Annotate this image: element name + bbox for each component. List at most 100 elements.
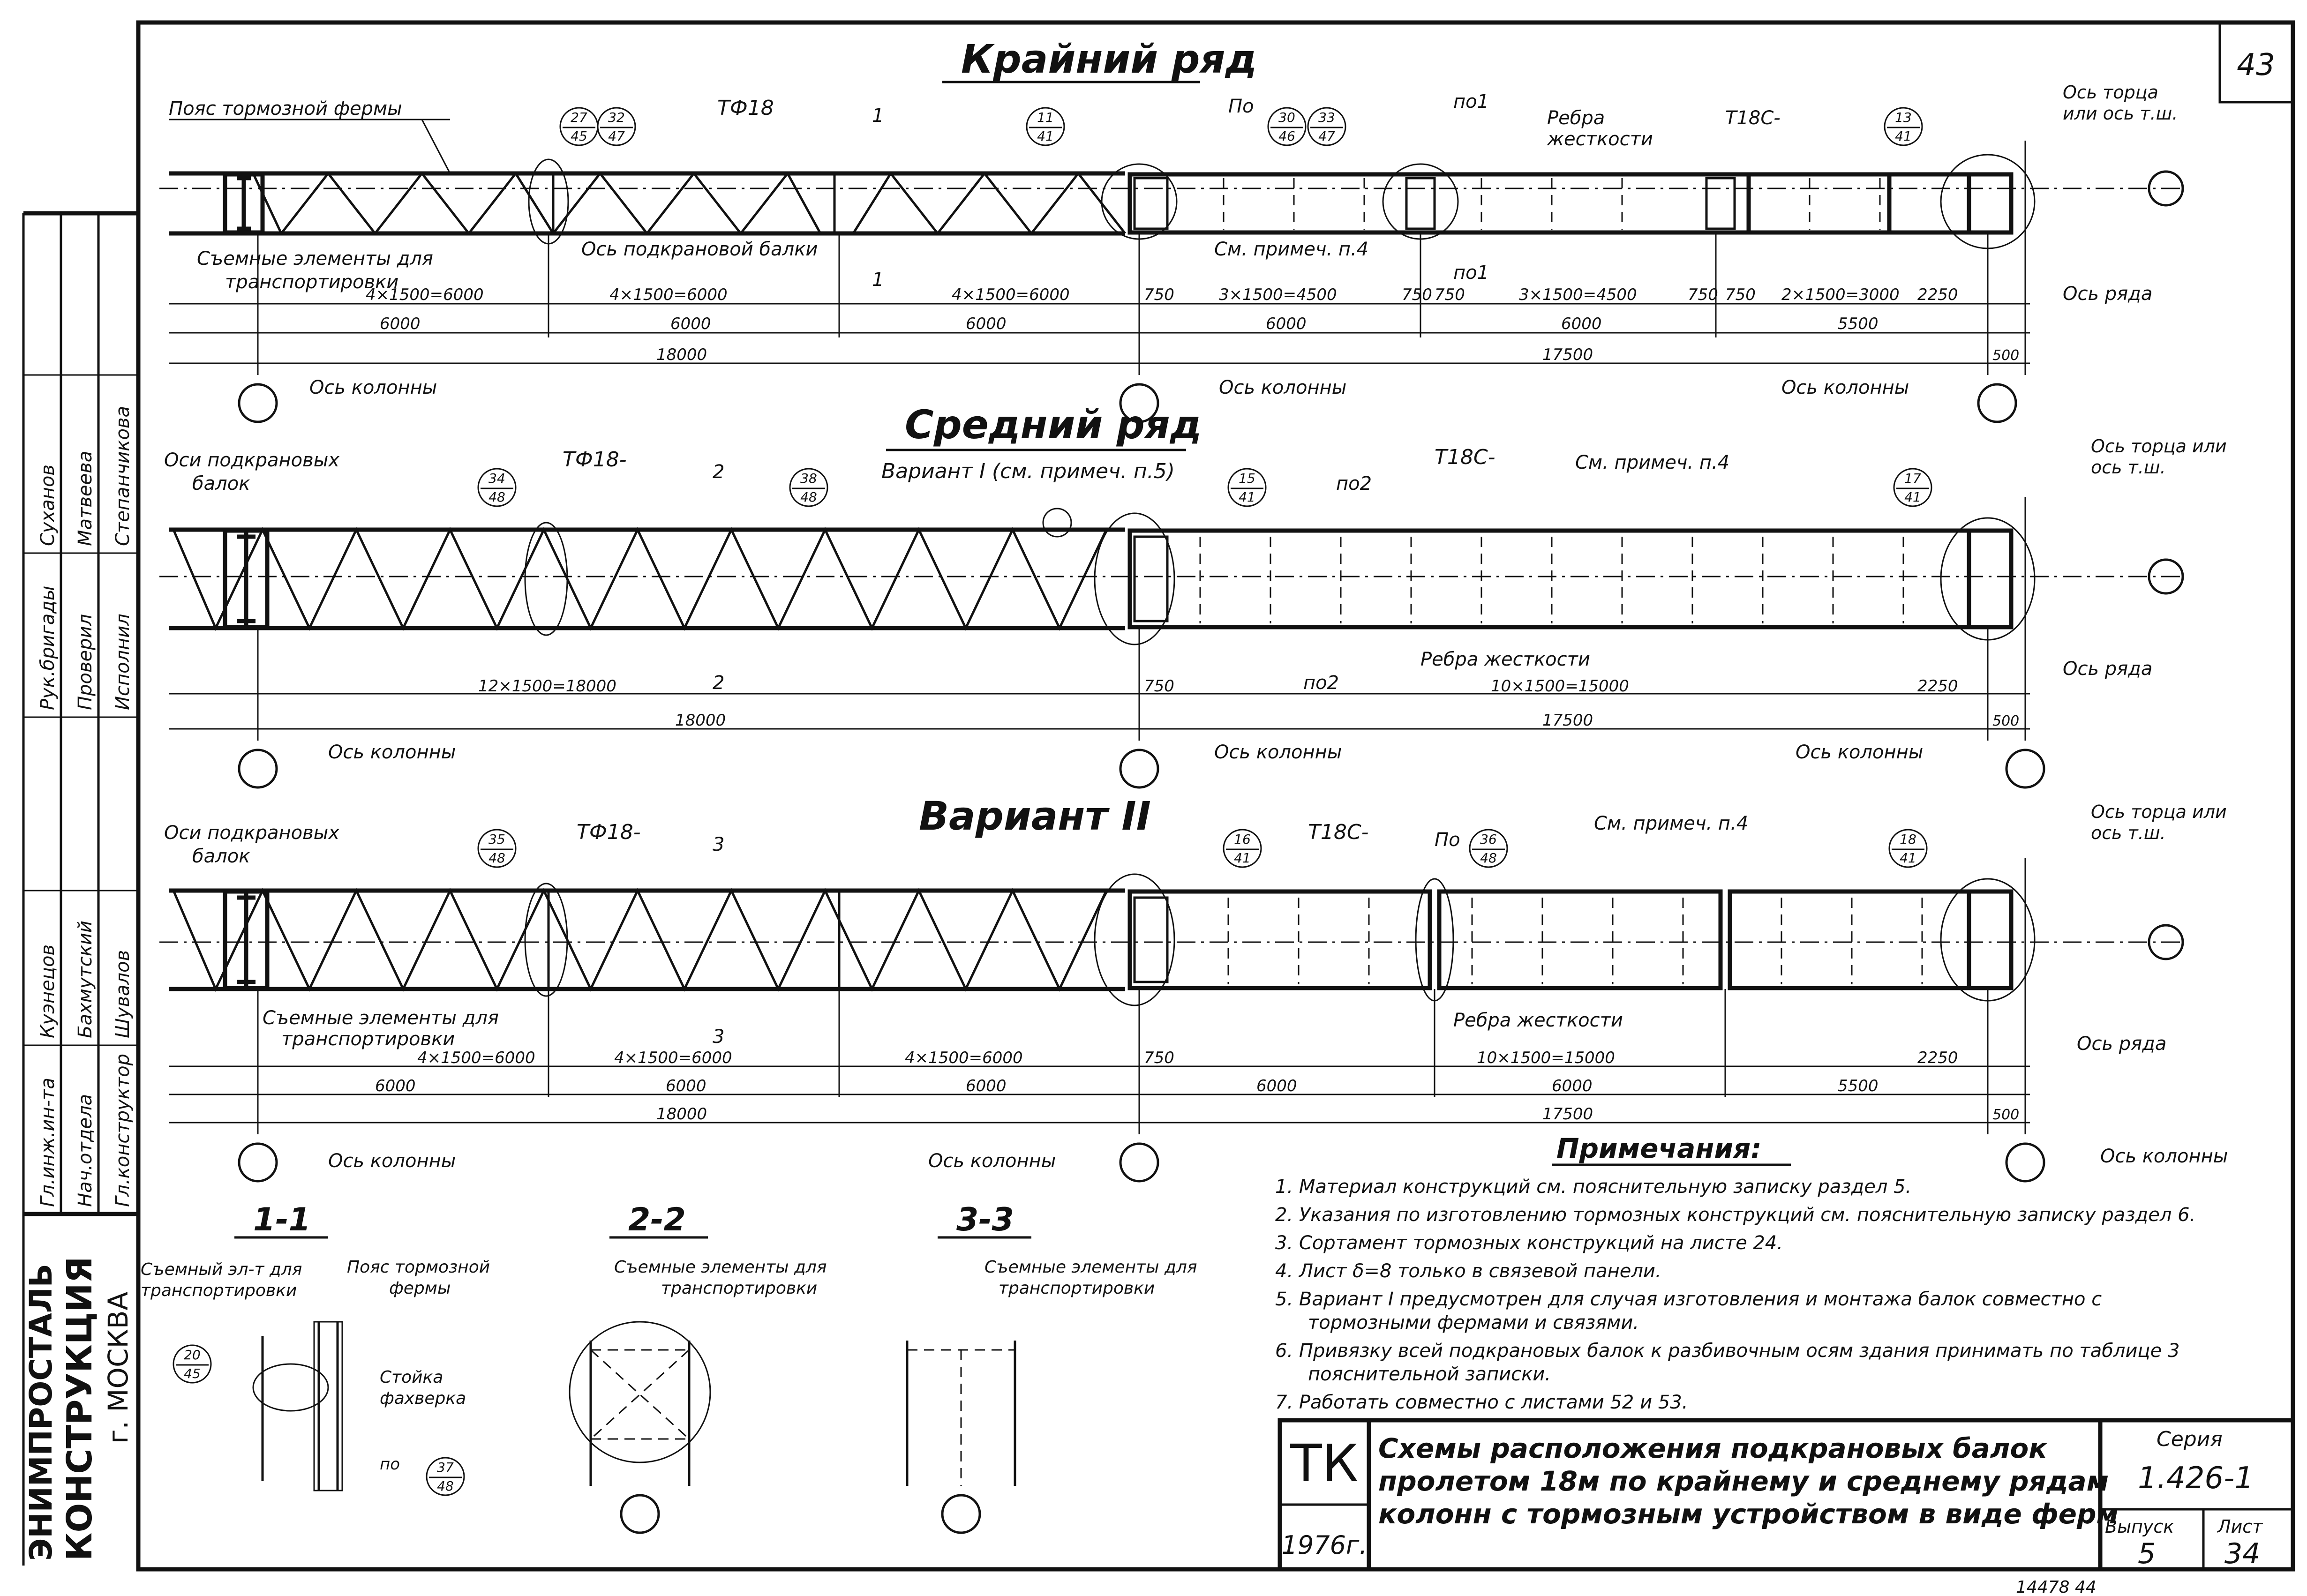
bubble-13-41: 13 41 (1884, 107, 1923, 146)
label-sec3-top: 3 (713, 834, 724, 855)
bubble-33-47: 33 47 (1307, 107, 1346, 146)
label-column-axis-2a: Ось колонны (328, 742, 456, 763)
note-4: 4. Лист δ=8 только в связевой панели. (1275, 1260, 1661, 1282)
svg-text:Съемный эл-т для: Съемный эл-т для (141, 1260, 302, 1279)
dim-edge-13: 6000 (380, 315, 421, 333)
dim-edge-11: 2×1500=3000 (1781, 285, 1900, 304)
dim-v2-7: 6000 (375, 1077, 416, 1095)
svg-text:47: 47 (1318, 128, 1335, 144)
label-end-axis-2b: ось т.ш. (2091, 457, 2166, 478)
dim-mid-1: 12×1500=18000 (478, 677, 616, 696)
label-t18s-1: Т18С- (1725, 107, 1781, 129)
label-row-axis-3: Ось ряда (2077, 1033, 2166, 1055)
label-column-axis-2b: Ось колонны (1214, 742, 1342, 763)
footer-number: 14478 44 (2016, 1578, 2097, 1596)
section-3-3-title: 3-3 (956, 1201, 1014, 1238)
svg-text:11: 11 (1037, 110, 1054, 125)
sheet-frame (136, 20, 2295, 1572)
middle-row-variant1: Вариант I (см. примеч. п.5) (881, 459, 1175, 483)
label-sec2-bottom: 2 (713, 672, 724, 694)
dim-mid-4: 2250 (1917, 677, 1958, 696)
bubble-11-41: 11 41 (1026, 107, 1065, 146)
svg-text:41: 41 (1900, 850, 1916, 866)
dim-v2-6: 2250 (1917, 1049, 1958, 1067)
dim-mid-2: 750 (1144, 677, 1174, 696)
stamp-name-1: Куэнецов (37, 944, 59, 1038)
issue-label: Выпуск (2105, 1516, 2174, 1537)
label-crane-axes-2b: балок (192, 473, 250, 495)
label-column-axis-2c: Ось колонны (1796, 742, 1923, 763)
bubble-38-48: 38 48 (789, 468, 828, 507)
dim-edge-20: 17500 (1542, 345, 1593, 364)
label-column-axis-3b: Ось колонны (928, 1150, 1056, 1172)
svg-text:45: 45 (184, 1366, 201, 1381)
svg-text:36: 36 (1480, 832, 1497, 847)
stamp-role-1: Гл.инж.ин-та (37, 1078, 59, 1207)
bubble-37-48: 37 48 (426, 1457, 465, 1496)
title-year: 1976г. (1282, 1530, 1368, 1560)
dim-edge-17: 6000 (1561, 315, 1602, 333)
label-row-axis-1: Ось ряда (2063, 283, 2152, 305)
dim-v2-11: 6000 (1552, 1077, 1593, 1095)
svg-text:33: 33 (1318, 110, 1335, 125)
label-column-axis-1b: Ось колонны (1219, 377, 1346, 398)
label-see-note4-3: См. примеч. п.4 (1594, 813, 1748, 834)
svg-text:41: 41 (1037, 128, 1054, 144)
sheet-number: 43 (2237, 48, 2275, 82)
dim-mid-6: 17500 (1542, 711, 1593, 730)
series-label: Серия (2157, 1427, 2223, 1451)
variant2-view: Вариант II (159, 793, 2228, 1183)
note-1: 1. Материал конструкций см. пояснительну… (1275, 1176, 1911, 1198)
dim-v2-10: 6000 (1256, 1077, 1297, 1095)
bubble-16-41: 16 41 (1223, 829, 1262, 868)
dim-edge-15: 6000 (966, 315, 1007, 333)
svg-text:34: 34 (488, 471, 505, 486)
label-po1-top: по1 (1453, 91, 1489, 112)
svg-text:46: 46 (1278, 128, 1295, 144)
label-see-note4-1: См. примеч. п.4 (1214, 239, 1368, 260)
svg-text:Стойка: Стойка (380, 1368, 443, 1387)
label-crane-axes-2a: Оси подкрановых (164, 450, 339, 471)
stamp-org-2: КОНСТРУКЦИЯ (60, 1257, 100, 1561)
bubble-32-47: 32 47 (597, 107, 636, 146)
section-2-2-title: 2-2 (628, 1201, 686, 1238)
note-7: 7. Работать совместно с листами 52 и 53. (1275, 1392, 1688, 1413)
section-2-2: 2-2 Съемные элементы для транспортировки (569, 1201, 827, 1534)
dim-mid-5: 18000 (675, 711, 726, 730)
label-ribs-3: Ребра жесткости (1453, 1010, 1623, 1031)
svg-text:Съемные элементы для: Съемные элементы для (614, 1258, 827, 1277)
svg-text:41: 41 (1234, 850, 1251, 866)
svg-text:13: 13 (1895, 110, 1912, 125)
label-sec2-top: 2 (713, 461, 724, 483)
label-po-1: По (1228, 96, 1254, 117)
svg-text:18: 18 (1900, 832, 1916, 847)
label-po1-bottom: по1 (1453, 262, 1489, 284)
dim-v2-4: 750 (1144, 1049, 1174, 1067)
stamp-name-4: Суханов (37, 465, 59, 546)
dim-v2-9: 6000 (966, 1077, 1007, 1095)
bubble-35-48: 35 48 (477, 829, 517, 868)
stamp-name-2: Бахмутский (75, 921, 96, 1038)
dim-v2-8: 6000 (666, 1077, 706, 1095)
title-line-1: Схемы расположения подкрановых балок (1378, 1432, 2048, 1464)
bubble-34-48: 34 48 (477, 468, 517, 507)
svg-text:48: 48 (488, 850, 505, 866)
stamp-role-3: Гл.конструктор (112, 1054, 134, 1207)
svg-text:транспортировки: транспортировки (999, 1279, 1155, 1298)
edge-row-title: Крайний ряд (961, 36, 1257, 82)
svg-text:38: 38 (800, 471, 817, 486)
label-t18s-2: Т18С- (1435, 445, 1495, 469)
dim-v2-3: 4×1500=6000 (905, 1049, 1023, 1067)
dim-mid-7: 500 (1992, 713, 2019, 729)
dim-edge-9: 750 (1688, 285, 1718, 304)
label-tf18-3: ТФ18- (577, 820, 641, 844)
bubble-27-45: 27 45 (559, 107, 599, 146)
svg-text:48: 48 (1480, 850, 1497, 866)
label-tf18-2: ТФ18- (563, 448, 627, 472)
svg-text:48: 48 (437, 1478, 454, 1494)
bubble-15-41: 15 41 (1227, 468, 1267, 507)
dim-v2-1: 4×1500=6000 (417, 1049, 535, 1067)
label-po-3: По (1435, 829, 1460, 851)
label-sec1-bottom: 1 (872, 269, 884, 291)
stamp-role-6: Исполнил (112, 614, 134, 710)
